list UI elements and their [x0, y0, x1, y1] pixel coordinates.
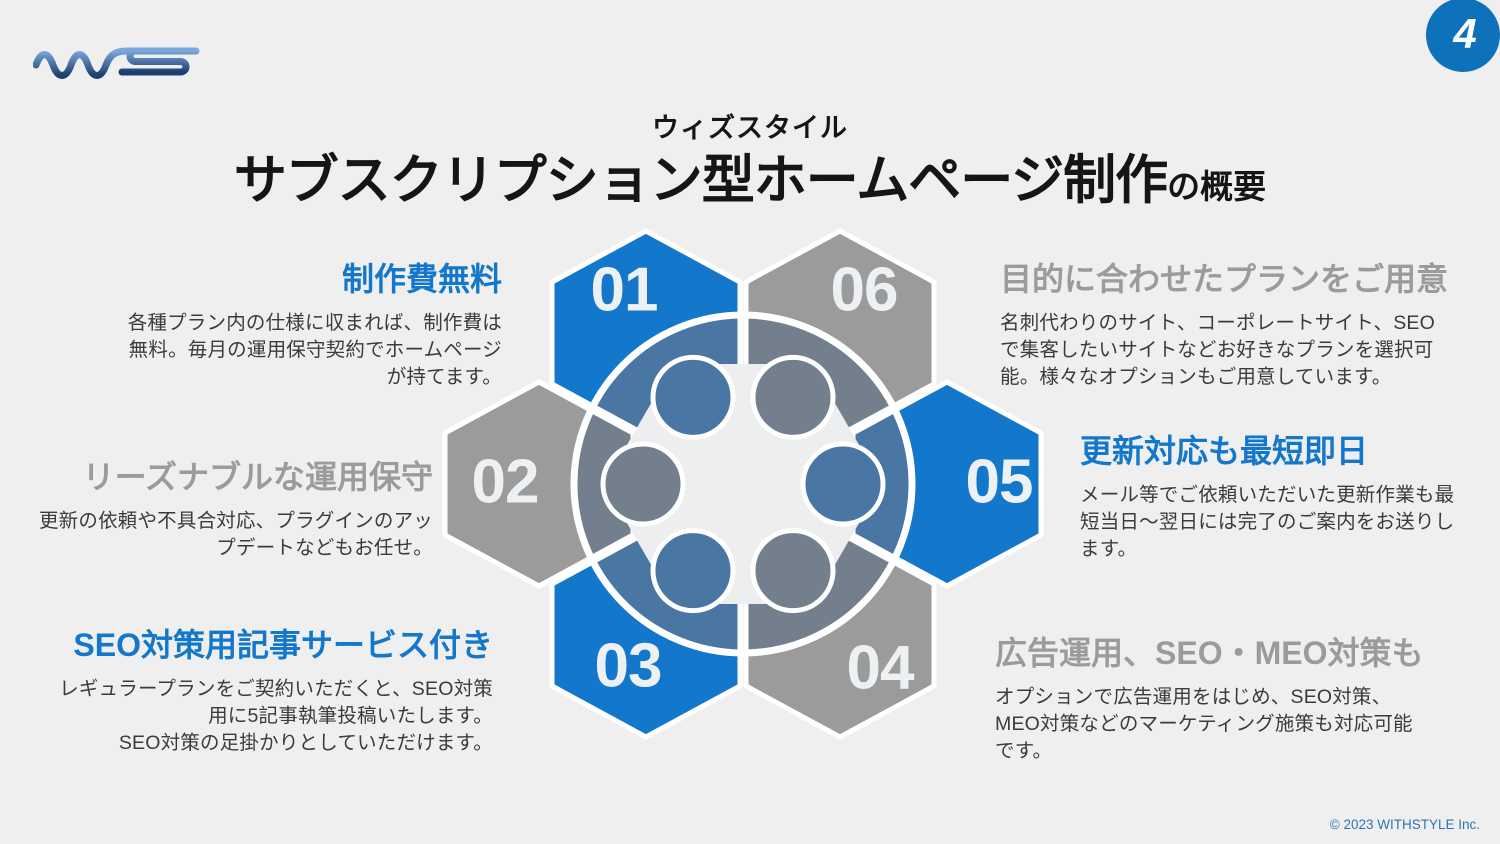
- feature-block-02: リーズナブルな運用保守 更新の依頼や不具合対応、プラグインのアッ プデートなども…: [28, 460, 433, 562]
- page-number-badge: 4: [1426, 0, 1500, 72]
- feature-block-05: 更新対応も最短即日 メール等でご依頼いただいた更新作業も最 短当日〜翌日には完了…: [1080, 434, 1490, 563]
- slide-title-main: サブスクリプション型ホームページ制作: [233, 151, 1168, 210]
- hexagon-flower-diagram: 01 06 02 05 03 04: [442, 228, 1044, 740]
- copyright: © 2023 WITHSTYLE Inc.: [1329, 817, 1480, 832]
- hex-number-01: 01: [591, 256, 658, 325]
- logo-wave-mark: [33, 47, 200, 79]
- hex-number-05: 05: [966, 448, 1033, 517]
- feature-title-02: リーズナブルな運用保守: [82, 459, 433, 495]
- feature-block-01: 制作費無料 各種プラン内の仕様に収まれば、制作費は 無料。毎月の運用保守契約でホ…: [110, 262, 502, 391]
- feature-body-05: メール等でご依頼いただいた更新作業も最 短当日〜翌日には完了のご案内をお送りし …: [1080, 483, 1455, 560]
- knob-02: [600, 441, 686, 527]
- knob-04: [750, 528, 836, 614]
- feature-title-05: 更新対応も最短即日: [1080, 433, 1369, 469]
- hex-number-04: 04: [847, 634, 915, 703]
- feature-title-04: 広告運用、SEO・MEO対策も: [995, 635, 1424, 671]
- hex-number-06: 06: [831, 256, 898, 325]
- diagram-ring: [570, 311, 916, 657]
- feature-body-01: 各種プラン内の仕様に収まれば、制作費は 無料。毎月の運用保守契約でホームページ …: [127, 311, 502, 388]
- knob-01: [650, 354, 736, 440]
- knob-03: [650, 528, 736, 614]
- slide-title-suffix: の概要: [1167, 168, 1267, 205]
- diagram-numbers: 01 06 02 05 03 04: [472, 256, 1034, 703]
- diagram-center-star: [624, 364, 862, 604]
- diagram-knobs: [600, 354, 886, 614]
- withstyle-logo: [33, 47, 200, 79]
- feature-body-03: レギュラープランをご契約いただくと、SEO対策 用に5記事執筆投稿いたします。 …: [59, 677, 493, 754]
- slide-subtitle: ウィズスタイル: [652, 113, 848, 143]
- feature-title-06: 目的に合わせたプランをご用意: [1000, 261, 1449, 297]
- page-number: 4: [1453, 10, 1477, 57]
- feature-body-02: 更新の依頼や不具合対応、プラグインのアッ プデートなどもお任せ。: [38, 509, 433, 559]
- feature-block-03: SEO対策用記事サービス付き レギュラープランをご契約いただくと、SEO対策 用…: [28, 628, 493, 757]
- slide-title: サブスクリプション型ホームページ制作の概要: [0, 138, 1500, 214]
- hex-number-03: 03: [595, 632, 662, 701]
- feature-body-04: オプションで広告運用をはじめ、SEO対策、 MEO対策などのマーケティング施策も…: [995, 685, 1413, 762]
- knob-06: [750, 354, 836, 440]
- feature-block-04: 広告運用、SEO・MEO対策も オプションで広告運用をはじめ、SEO対策、 ME…: [995, 636, 1480, 765]
- hex-number-02: 02: [472, 448, 539, 517]
- knob-05: [800, 441, 886, 527]
- feature-block-06: 目的に合わせたプランをご用意 名刺代わりのサイト、コーポレートサイト、SEO で…: [1000, 262, 1478, 391]
- feature-title-03: SEO対策用記事サービス付き: [73, 627, 493, 663]
- feature-title-01: 制作費無料: [341, 261, 502, 297]
- feature-body-06: 名刺代わりのサイト、コーポレートサイト、SEO で集客したいサイトなどお好きなプ…: [1000, 311, 1436, 388]
